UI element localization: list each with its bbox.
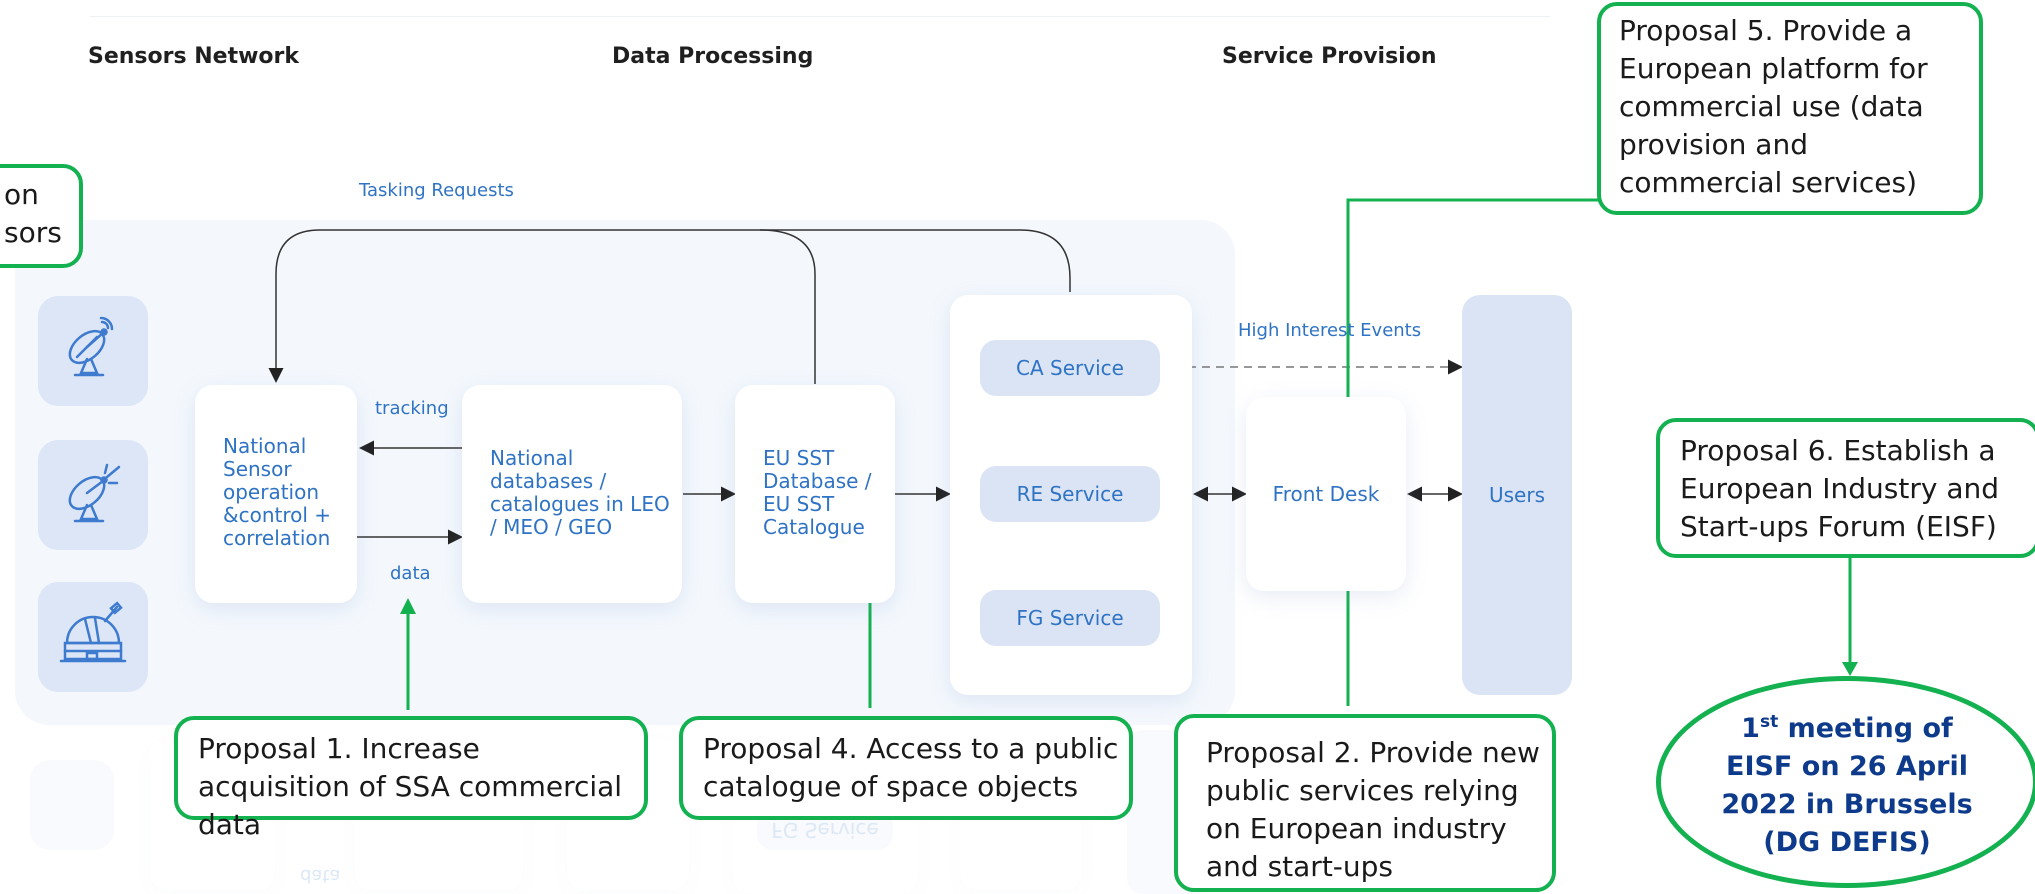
eisf-meeting-oval: 1st meeting of EISF on 26 April 2022 in … <box>1656 676 2035 888</box>
national-sensor-text: National Sensor operation &control + cor… <box>223 434 332 550</box>
data-label: data <box>390 563 431 584</box>
reflection-icon-tile <box>30 760 114 850</box>
re-service: RE Service <box>980 466 1160 522</box>
sensor-tile-2 <box>38 440 148 550</box>
top-divider <box>90 16 1550 17</box>
header-sensors-network: Sensors Network <box>88 44 300 69</box>
proposal-2-box: Proposal 2. Provide new public services … <box>1174 714 1556 892</box>
eu-sst-up-line <box>759 229 816 384</box>
tasking-loop-line <box>268 229 1071 383</box>
ca-service: CA Service <box>980 340 1160 396</box>
fg-service: FG Service <box>980 590 1160 646</box>
eisf-meeting-text: 1st meeting of EISF on 26 April 2022 in … <box>1721 711 1973 858</box>
front-desk-card: Front Desk <box>1246 397 1406 591</box>
users-text: Users <box>1488 483 1545 507</box>
header-service-provision: Service Provision <box>1222 44 1437 69</box>
satellite-dish-icon <box>68 316 114 377</box>
p5-to-frontdesk-arrow <box>1346 198 1598 428</box>
eu-sst-card: EU SST Database / EU SST Catalogue <box>735 385 895 603</box>
tasking-requests-label: Tasking Requests <box>359 180 514 201</box>
satellite-dish-laser-icon <box>68 463 121 523</box>
p6-arrowhead <box>1842 662 1858 676</box>
header-data-processing: Data Processing <box>612 44 814 69</box>
proposal-4-box: Proposal 4. Access to a public catalogue… <box>679 716 1133 820</box>
observatory-icon <box>59 601 127 663</box>
sensor-tile-1 <box>38 296 148 406</box>
proposal-5-box: Proposal 5. Provide a European platform … <box>1597 2 1983 215</box>
front-desk-text: Front Desk <box>1272 482 1380 506</box>
national-databases-text: National databases / catalogues in LEO /… <box>490 446 670 539</box>
national-databases-card: National databases / catalogues in LEO /… <box>462 385 682 603</box>
users-panel: Users <box>1462 295 1572 695</box>
eu-sst-text: EU SST Database / EU SST Catalogue <box>763 446 872 539</box>
p1-arrowhead <box>400 598 416 614</box>
proposal-partial-left: on sors <box>0 164 83 268</box>
proposal-6-box: Proposal 6. Establish a European Industr… <box>1656 418 2035 558</box>
proposal-1-box: Proposal 1. Increase acquisition of SSA … <box>174 716 648 841</box>
sensor-tile-3 <box>38 582 148 692</box>
high-interest-label: High Interest Events <box>1238 320 1422 341</box>
tracking-label: tracking <box>375 398 449 419</box>
national-sensor-card: National Sensor operation &control + cor… <box>195 385 357 603</box>
